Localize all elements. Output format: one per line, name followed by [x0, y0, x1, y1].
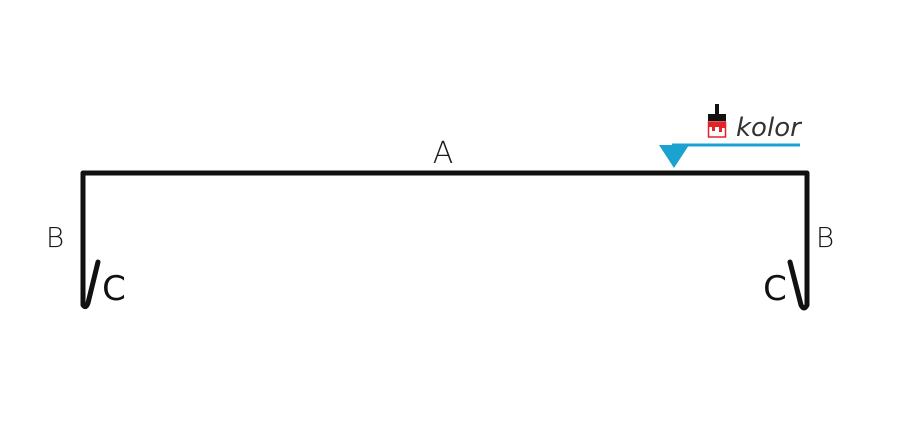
dimension-label-b-left: B [46, 221, 64, 254]
color-side-indicator: kolor [659, 104, 803, 168]
dimension-label-c-right: C [763, 269, 787, 309]
color-side-label: kolor [736, 113, 803, 143]
triangle-down-icon [659, 145, 689, 168]
dimension-label-b-right: B [816, 221, 834, 254]
dimension-label-a: A [433, 136, 454, 171]
profile-outline [80, 170, 810, 311]
paint-brush-icon [707, 104, 727, 138]
dimension-label-c-left: C [102, 269, 126, 309]
